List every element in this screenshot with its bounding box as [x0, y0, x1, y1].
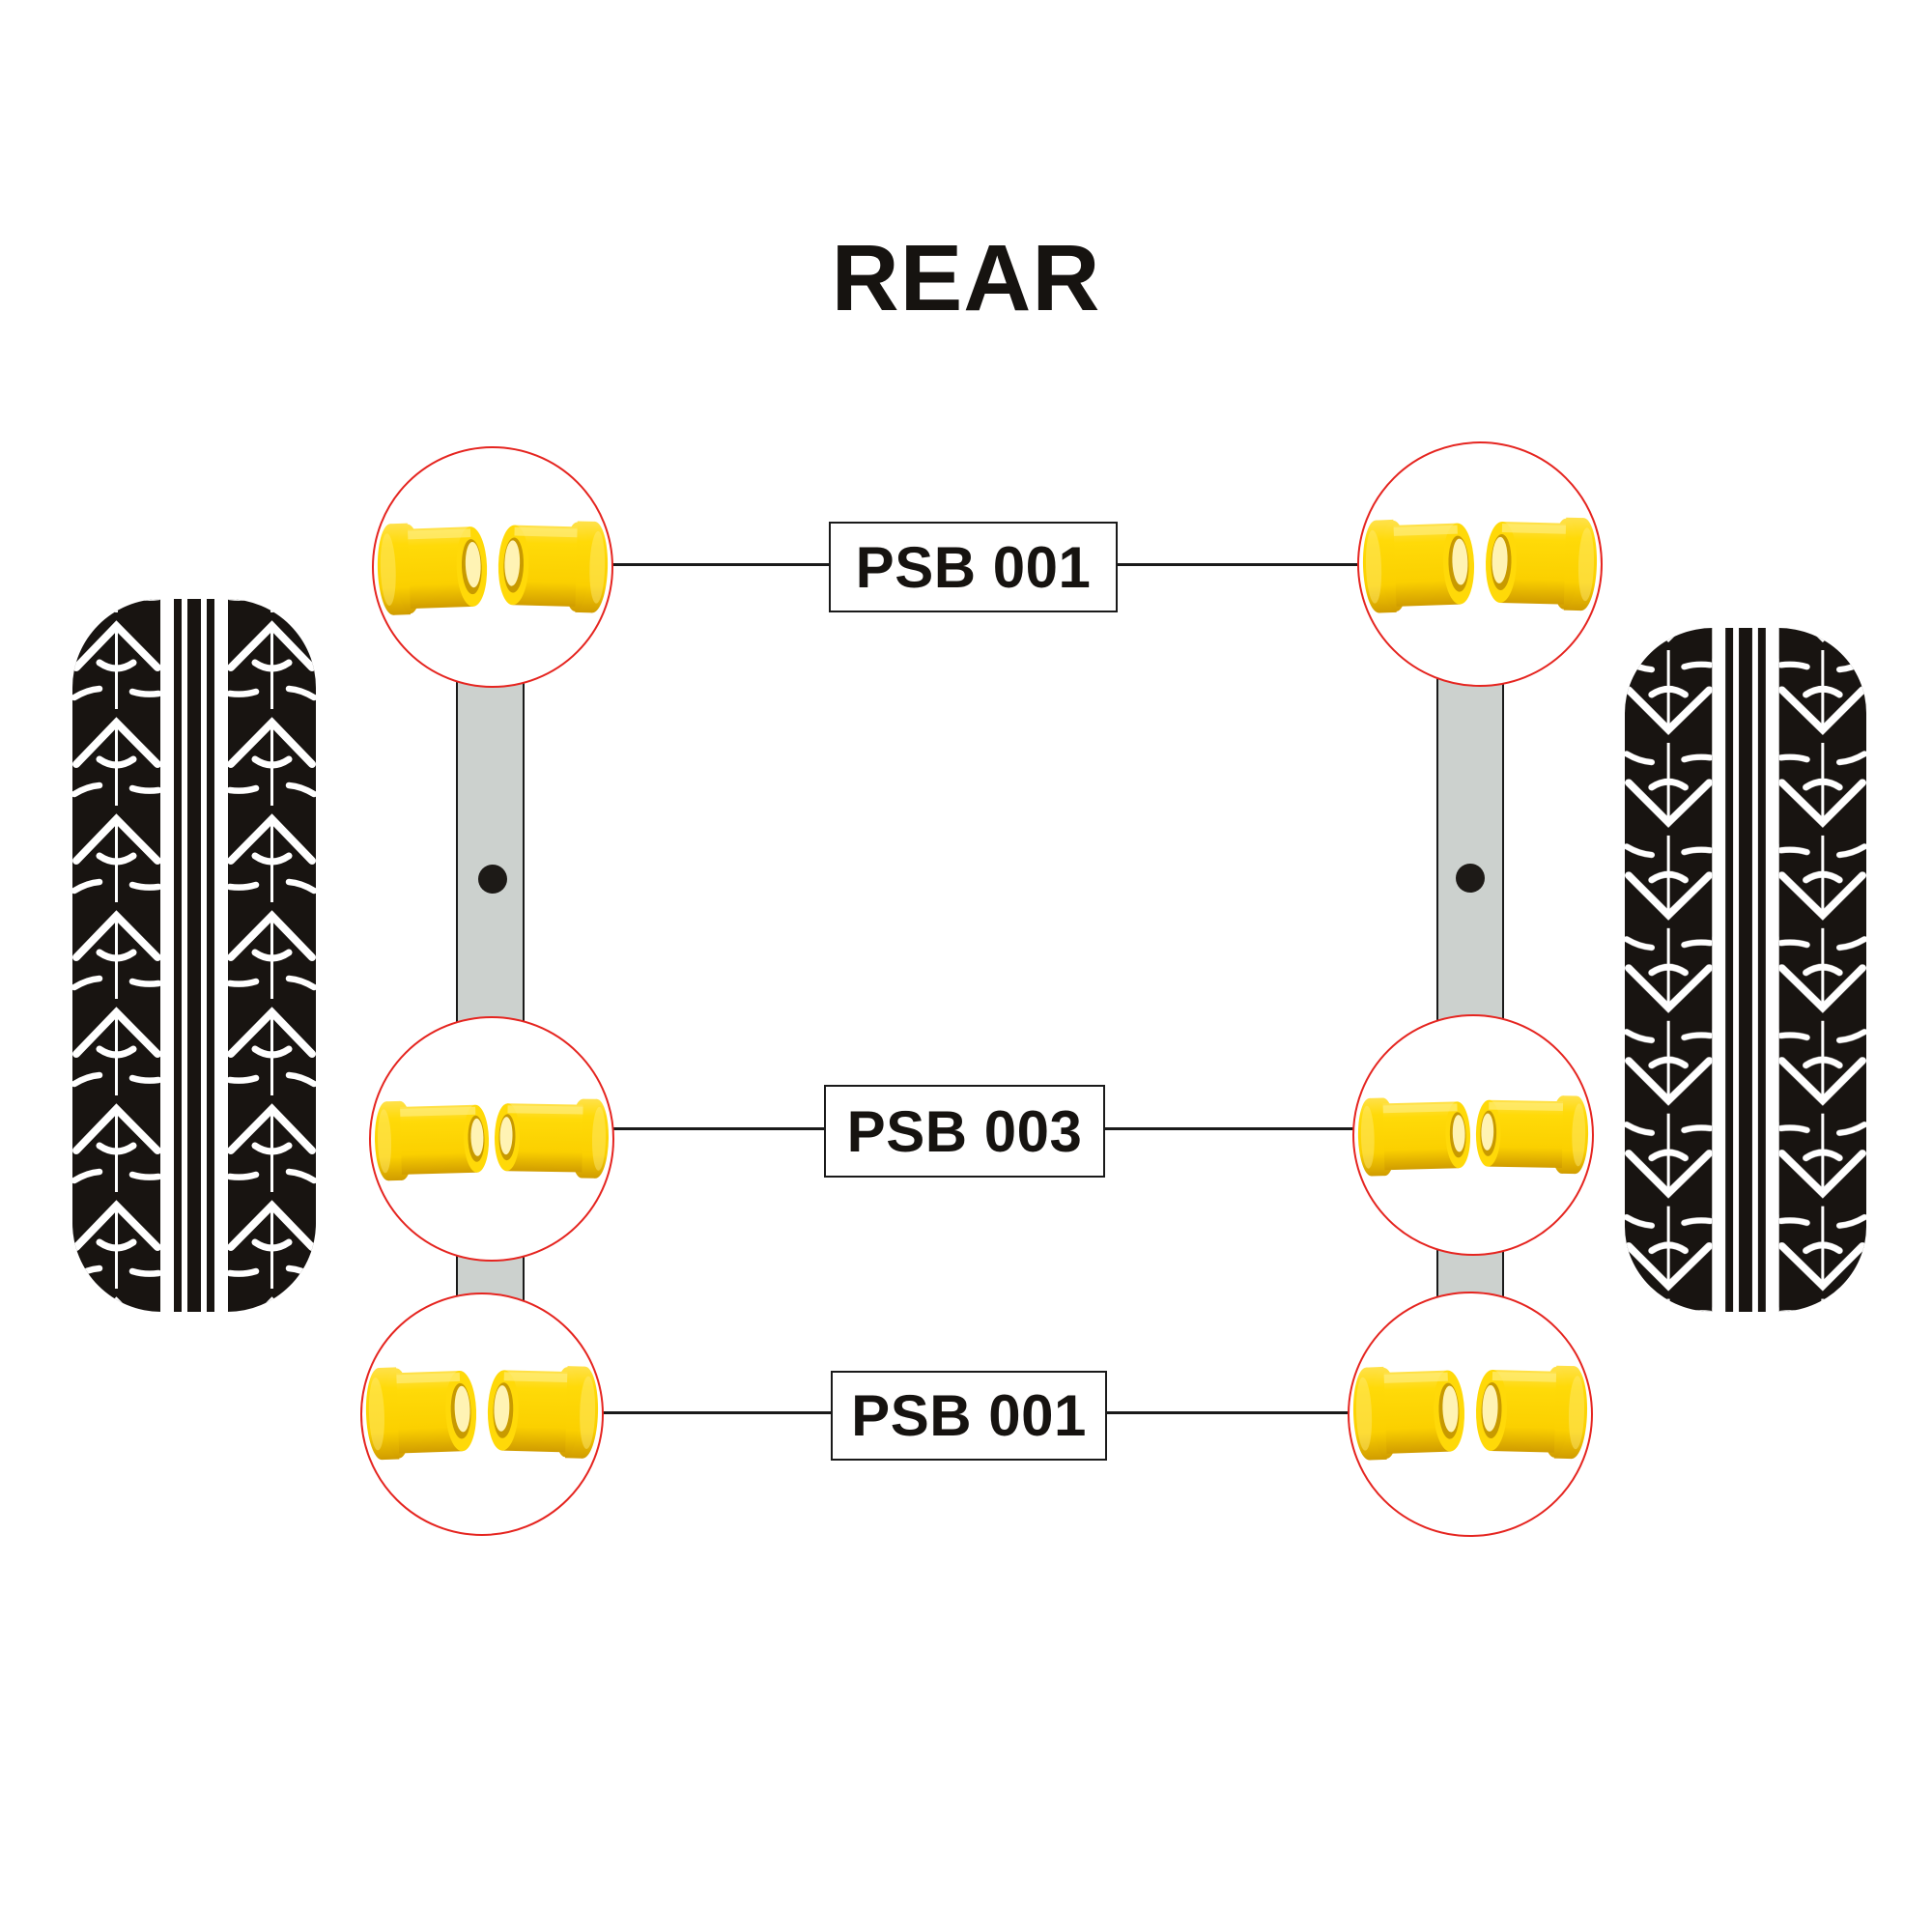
callout-circle-middle-left: [369, 1016, 614, 1262]
part-label-box-middle: PSB 003: [824, 1085, 1105, 1178]
connector-middle-right: [1101, 1127, 1355, 1130]
part-label-middle: PSB 003: [846, 1098, 1083, 1164]
part-label-top: PSB 001: [855, 534, 1092, 600]
left-control-arm: [456, 565, 525, 1412]
connector-top-left: [607, 563, 829, 566]
connector-bottom-left: [597, 1411, 831, 1414]
bushing-pair-psb001-illustration: [376, 519, 610, 616]
part-label-box-top: PSB 001: [829, 522, 1118, 612]
callout-circle-top-left: [372, 446, 613, 688]
connector-top-right: [1114, 563, 1360, 566]
callout-circle-top-right: [1357, 441, 1603, 687]
bushing-pair-psb001-illustration: [1351, 1363, 1589, 1462]
bushing-pair-psb001-illustration: [1361, 515, 1599, 614]
callout-circle-bottom-left: [360, 1293, 604, 1536]
right-tire-tread-illustration: [1625, 628, 1866, 1312]
right-control-arm: [1436, 562, 1504, 1412]
bushing-pair-psb003-illustration: [1356, 1094, 1589, 1177]
callout-circle-bottom-right: [1348, 1292, 1593, 1537]
bushing-pair-psb003-illustration: [373, 1096, 610, 1181]
connector-middle-left: [608, 1127, 824, 1130]
page-title: REAR: [831, 225, 1101, 330]
right-arm-mount-dot: [1456, 864, 1485, 893]
callout-circle-middle-right: [1352, 1014, 1594, 1256]
connector-bottom-right: [1103, 1411, 1350, 1414]
part-label-box-bottom: PSB 001: [831, 1371, 1107, 1461]
part-label-bottom: PSB 001: [851, 1383, 1087, 1448]
left-arm-mount-dot: [478, 865, 507, 894]
left-tire-tread-illustration: [72, 599, 316, 1312]
bushing-pair-psb001-illustration: [364, 1363, 600, 1461]
